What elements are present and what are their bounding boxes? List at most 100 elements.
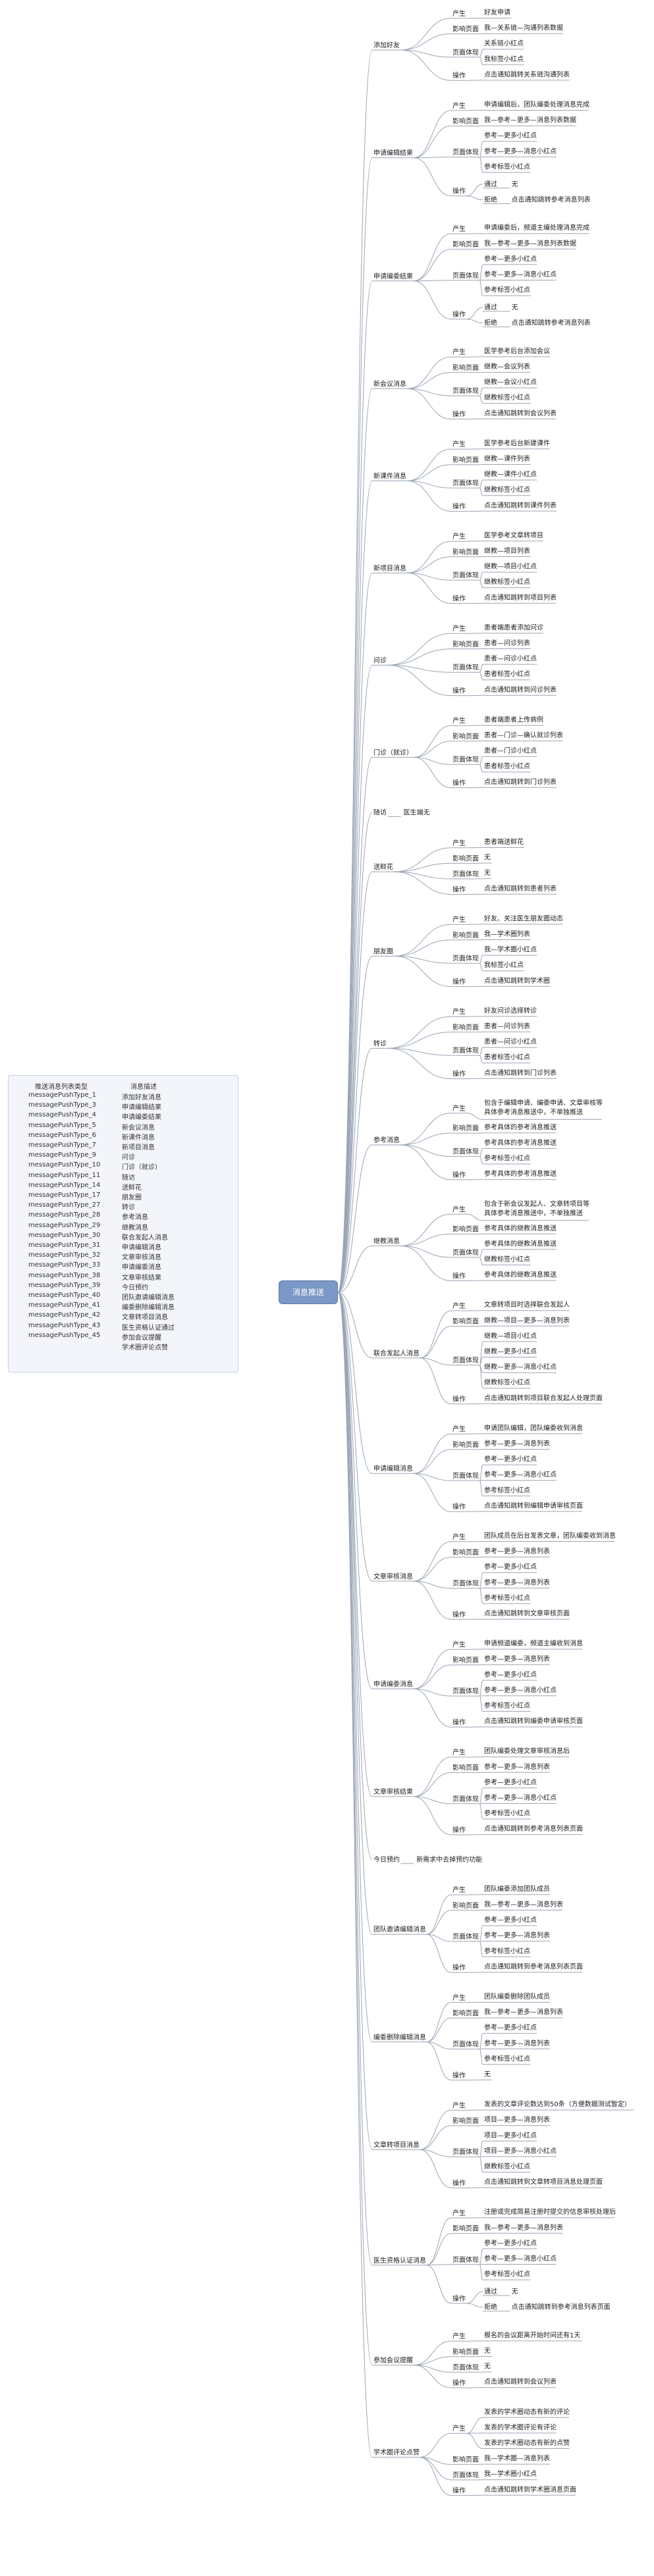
leaf-text: 参考具体的参考消息推送 (484, 1138, 557, 1147)
leaf-text: 继教标签小红点 (484, 393, 530, 402)
aspect-to-leaf-link (479, 2140, 483, 2157)
branch-label: 随访 (373, 808, 387, 816)
branch-to-aspect-link (387, 648, 452, 666)
branch-to-aspect-link (413, 1648, 452, 1689)
branch-inline-note: 医生端无 (404, 808, 430, 816)
branch-label: 编委删除编辑消息 (373, 2033, 426, 2041)
legend-type-code: messagePushType_28 (28, 1211, 101, 1219)
branch-to-aspect-link (400, 33, 452, 51)
legend-type-code: messagePushType_6 (28, 1131, 97, 1139)
leaf-text: 我—学术圈小红点 (484, 2469, 537, 2478)
leaf-text: 参考标签小红点 (484, 1154, 530, 1163)
branch-to-aspect-link (426, 2002, 452, 2043)
branch-to-aspect-link (387, 1047, 452, 1080)
branch-to-aspect-link (413, 725, 452, 758)
branch-to-aspect-link (406, 556, 452, 573)
decision-label: 通过 (484, 303, 497, 311)
root-to-branch-link (337, 955, 373, 1293)
aspect-label: 产生 (452, 1748, 466, 1756)
leaf-text: 点击通知跳转到会议列表 (484, 409, 557, 417)
legend-type-code: messagePushType_45 (28, 1331, 101, 1339)
leaf-text: 参考标签小红点 (484, 1947, 530, 1955)
legend-type-desc: 新会议消息 (122, 1124, 155, 1132)
leaf-text: 点击通知跳转到文章审核页面 (484, 1609, 570, 1617)
leaf-text: 患者端送鲜花 (484, 837, 524, 846)
aspect-label: 影响页面 (452, 2348, 479, 2356)
aspect-label: 产生 (452, 1993, 466, 2002)
leaf-text: 继教—项目小红点 (484, 562, 537, 571)
legend-type-code: messagePushType_41 (28, 1301, 101, 1309)
branch-label: 团队邀请编辑消息 (373, 1925, 426, 1933)
branch-label: 新会议消息 (373, 379, 406, 388)
aspect-label: 操作 (452, 187, 466, 196)
branch-to-aspect-link (420, 1310, 452, 1359)
decision-result: 无 (512, 2288, 518, 2296)
branch-to-aspect-link (394, 871, 452, 895)
leaf-text: 参考具体的继教消息推送 (484, 1239, 557, 1248)
aspect-label: 产生 (452, 1301, 466, 1310)
leaf-text: 参考—更多小红点 (484, 2023, 537, 2032)
aspect-label: 页面体现 (452, 1933, 479, 1941)
leaf-text: 继教—课件列表 (484, 454, 530, 463)
aspect-label: 影响页面 (452, 240, 479, 249)
legend-type-desc: 继教消息 (122, 1224, 148, 1232)
aspect-to-leaf-link (479, 1925, 483, 1942)
leaf-text: 项目—更多—消息小红点 (484, 2146, 557, 2155)
aspect-label: 页面体现 (452, 1148, 479, 1156)
aspect-label: 操作 (452, 687, 466, 695)
legend-type-desc: 申请编委消息 (122, 1264, 161, 1272)
aspect-to-leaf-link (479, 157, 483, 173)
leaf-text: 我—参考—更多—消息列表 (484, 2008, 563, 2016)
branch-to-aspect-link (420, 2432, 452, 2458)
legend-type-desc: 参加会议提醒 (122, 1334, 161, 1342)
aspect-label: 影响页面 (452, 456, 479, 464)
aspect-to-leaf-link (466, 2303, 483, 2308)
aspect-to-leaf-link (479, 141, 483, 158)
branch-label: 朋友圈 (373, 947, 393, 955)
root-to-branch-link (337, 480, 373, 1293)
leaf-text: 文章转项目时选择联合发起人 (484, 1300, 570, 1309)
leaf-text: 参考具体的参考消息推送 (484, 1122, 557, 1131)
aspect-to-leaf-link (466, 196, 483, 200)
aspect-label: 产生 (452, 1007, 466, 1016)
aspect-label: 操作 (452, 1070, 466, 1078)
branch-to-aspect-link (413, 157, 452, 197)
branch-to-aspect-link (413, 110, 452, 159)
legend-type-code: messagePushType_33 (28, 1261, 101, 1269)
root-to-branch-link (337, 1292, 373, 1935)
leaf-text: 参考—更多—消息列表 (484, 1762, 550, 1771)
aspect-label: 页面体现 (452, 1795, 479, 1803)
branch-label: 今日预约 (373, 1855, 400, 1864)
branch-to-aspect-link (387, 664, 452, 697)
branch-to-aspect-link (394, 924, 452, 957)
leaf-text: 参考—更多—消息列表 (484, 1931, 550, 1939)
aspect-label: 页面体现 (452, 49, 479, 57)
branch-to-aspect-link (394, 939, 452, 957)
aspect-label: 页面体现 (452, 1357, 479, 1365)
leaf-text: 申请频道编委，频道主编收到消息 (484, 1639, 583, 1648)
decision-label: 拒绝 (484, 2303, 497, 2311)
leaf-text: 关系链小红点 (484, 39, 524, 47)
leaf-text: 参考—更多—消息小红点 (484, 270, 557, 278)
branch-to-aspect-link (413, 1796, 452, 1804)
root-to-branch-link (337, 157, 373, 1293)
branch-to-aspect-link (387, 664, 452, 673)
branch-inline-note: 新需求中去掉预约功能 (416, 1855, 482, 1864)
aspect-label: 操作 (452, 310, 466, 319)
aspect-label: 产生 (452, 1104, 466, 1113)
aspect-to-leaf-link (479, 2033, 483, 2050)
legend-type-desc: 随访 (122, 1174, 135, 1182)
root-node[interactable]: 消息推送 (279, 1280, 338, 1304)
aspect-label: 操作 (452, 978, 466, 986)
aspect-label: 页面体现 (452, 664, 479, 671)
branch-label: 转诊 (373, 1039, 387, 1047)
aspect-to-leaf-link (479, 1047, 483, 1056)
leaf-text: 报名的会议距离开始时间还有1天 (484, 2330, 580, 2339)
branch-label: 文章审核消息 (373, 1572, 413, 1581)
legend-type-code: messagePushType_11 (28, 1171, 101, 1179)
decision-result: 点击通知跳转参考消息列表 (512, 319, 591, 327)
leaf-text: 医学参考后台新建课件 (484, 438, 550, 447)
branch-to-aspect-link (413, 1772, 452, 1797)
aspect-label: 影响页面 (452, 117, 479, 125)
branch-to-aspect-link (406, 372, 452, 389)
